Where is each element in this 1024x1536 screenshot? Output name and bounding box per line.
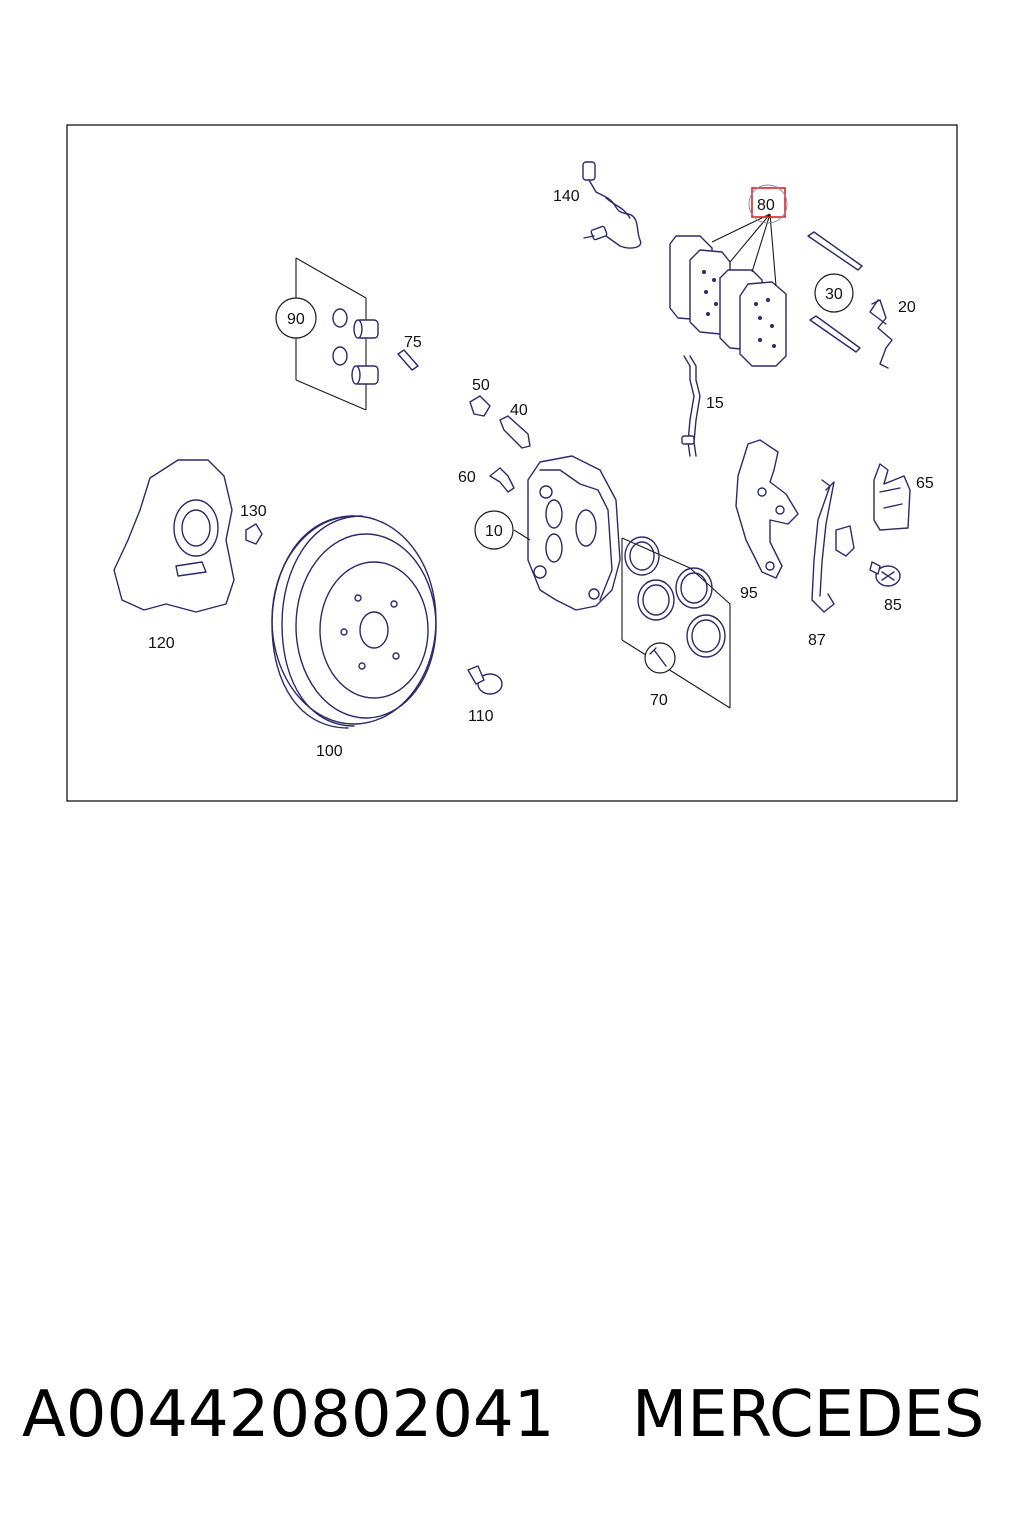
label-75: 75 [404,334,422,351]
label-130: 130 [240,503,267,520]
cap-50-drawing [469,395,491,417]
label-95: 95 [740,585,758,602]
label-65: 65 [916,475,934,492]
diagram-frame [66,124,958,802]
callout-circle-90 [275,297,317,339]
part-number: A004420802041 [22,1378,555,1452]
label-87: 87 [808,632,826,649]
brake-hose-drawing [681,355,701,457]
brand-name: MERCEDES [632,1378,985,1452]
label-30: 30 [825,286,843,303]
label-60: 60 [458,469,476,486]
label-110: 110 [468,708,494,725]
brake-pads-drawing [669,235,787,367]
bolt-60-drawing [489,467,515,493]
brake-disc-drawing [271,515,437,729]
bolt-75-drawing [397,349,419,371]
label-100: 100 [316,743,343,760]
screw-130-drawing [245,523,263,545]
brake-parts-diagram: 140 80 30 20 90 75 50 [66,124,958,802]
label-90: 90 [287,311,305,328]
wear-sensor-drawing [582,161,642,249]
splash-shield-drawing [113,459,235,613]
screw-85-drawing [869,561,901,587]
callout-circle-30 [814,273,854,313]
callout-circle-10 [474,510,514,550]
label-120: 120 [148,635,175,652]
highlight-box-80 [751,187,786,218]
label-10: 10 [485,523,503,540]
bleeder-40-drawing [499,415,531,449]
caliper-drawing [527,455,621,611]
wire-spring-drawing [811,479,855,613]
spring-clip-drawing [869,299,893,369]
shim-plate-drawing [873,463,911,531]
label-140: 140 [553,188,580,205]
label-40: 40 [510,402,528,419]
label-20: 20 [898,299,916,316]
label-80: 80 [757,197,775,214]
caption-bar: A004420802041 MERCEDES [0,1378,1024,1468]
label-50: 50 [472,377,490,394]
seal-kit-drawing [624,536,726,658]
callout-circle-80 [748,184,788,224]
label-70: 70 [650,692,668,709]
bracket-drawing [735,439,799,579]
label-15: 15 [706,395,724,412]
label-85: 85 [884,597,902,614]
screw-110-drawing [467,665,503,695]
pins-drawing [807,231,863,353]
bushing-kit-drawing [332,308,379,385]
